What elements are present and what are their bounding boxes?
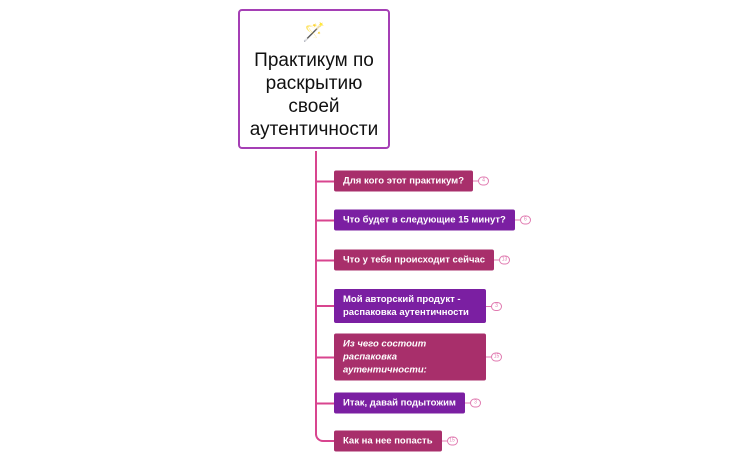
topic-row: Как на нее попасть 15 [317,430,458,452]
connector [317,259,334,261]
topic-node[interactable]: Итак, давай подытожим [334,392,465,414]
topic-label: Что будет в следующие 15 минут? [343,214,506,226]
topic-label: Для кого этот практикум? [343,175,465,187]
badge-connector [473,180,479,182]
child-count-badge[interactable]: 3 [469,398,481,408]
topic-row: Что у тебя происходит сейчас 13 [317,249,511,271]
topic-label: Итак, давай подытожим [343,397,456,409]
child-count-badge[interactable]: 4 [478,176,490,186]
connector-curve [315,428,334,442]
topic-node[interactable]: Что будет в следующие 15 минут? [334,209,515,231]
connector [317,219,334,221]
badge-connector [441,440,447,442]
root-title: Практикум по раскрытию своей аутентичнос… [249,50,379,140]
badge-connector [486,356,491,358]
topic-node[interactable]: Мой авторский продукт - распаковка аутен… [334,289,486,323]
topic-node[interactable]: Что у тебя происходит сейчас [334,249,495,271]
magic-wand-icon: 🪄 [302,22,326,42]
connector [317,356,334,358]
connector [317,180,334,182]
topic-label: Из чего состоит распаковка аутентичности… [343,338,427,376]
topic-label: Как на нее попасть [343,435,433,447]
badge-connector [514,219,520,221]
child-count-badge[interactable]: 3 [491,301,502,311]
topic-label: Мой авторский продукт - распаковка аутен… [343,294,469,318]
root-topic[interactable]: 🪄 Практикум по раскрытию своей аутентичн… [238,9,390,149]
topic-node[interactable]: Как на нее попасть [334,430,442,452]
topic-node[interactable]: Из чего состоит распаковка аутентичности… [334,333,486,381]
topic-label: Что у тебя происходит сейчас [343,254,486,266]
topic-row: Итак, давай подытожим 3 [317,392,481,414]
child-count-badge[interactable]: 13 [499,255,511,265]
topic-node[interactable]: Для кого этот практикум? [334,170,474,192]
child-count-badge[interactable]: 6 [519,215,531,225]
badge-connector [494,259,500,261]
badge-connector [464,402,470,404]
connector [317,402,334,404]
topic-row: Мой авторский продукт - распаковка аутен… [317,289,502,323]
topic-row: Из чего состоит распаковка аутентичности… [317,333,502,381]
child-count-badge[interactable]: 15 [446,436,458,446]
badge-connector [486,305,491,307]
topic-row: Что будет в следующие 15 минут? 6 [317,209,531,231]
connector [317,305,334,307]
child-count-badge[interactable]: 15 [491,352,502,362]
topic-row: Для кого этот практикум? 4 [317,170,490,192]
connector-trunk [315,151,317,435]
